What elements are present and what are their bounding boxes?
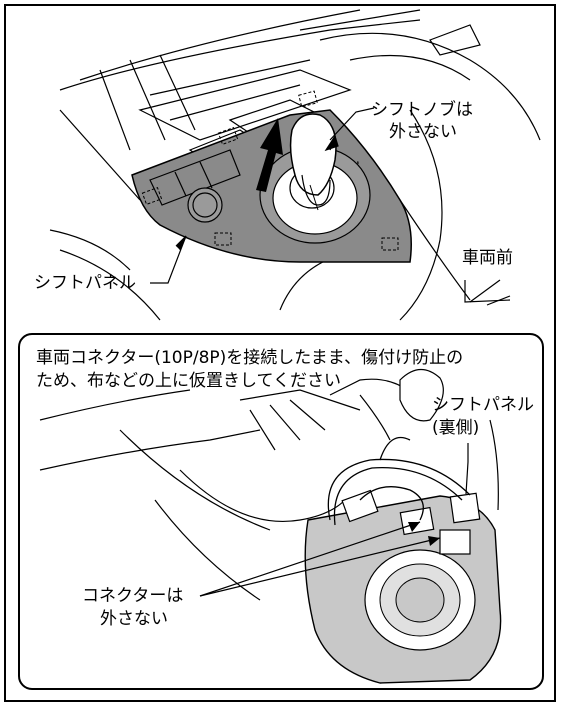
shift-panel-label: シフトパネル: [34, 273, 136, 293]
shift-knob: [289, 113, 337, 196]
shift-panel-back-label-line2: (裏側): [432, 418, 480, 438]
vehicle-front-direction-icon: [464, 279, 511, 306]
connector-label-line2: 外さない: [100, 609, 168, 629]
shift-knob-label-line1: シフトノブは: [371, 100, 473, 120]
vehicle-front-label: 車両前: [462, 248, 513, 268]
connector-label-line1: コネクターは: [82, 586, 184, 606]
shift-panel-top: [131, 90, 412, 263]
up-arrow-icon: [256, 118, 283, 192]
shift-panel-back: [304, 436, 502, 684]
note-line-1: 車両コネクター(10P/8P)を接続したまま、傷付け防止の: [36, 348, 464, 368]
bottom-figure: [39, 368, 499, 601]
shift-knob-label-line2: 外さない: [389, 122, 457, 142]
illustration-frame: [4, 4, 556, 702]
note-line-2: ため、布などの上に仮置きしてください: [36, 371, 341, 391]
shift-panel-back-label-line1: シフトパネル: [432, 395, 534, 415]
note-panel: [18, 333, 544, 690]
